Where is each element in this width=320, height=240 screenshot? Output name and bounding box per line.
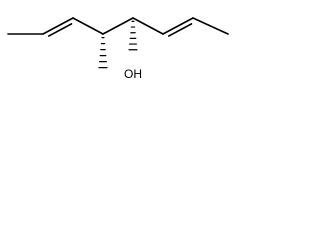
- bond-line-double: [167, 23, 193, 37]
- bond-line: [162, 17, 194, 35]
- bond-c6-c7: [162, 17, 194, 37]
- bond-c3-c4: [72, 17, 104, 35]
- bond-c2-c3: [42, 17, 74, 37]
- bond-layer: [7, 17, 229, 69]
- bond-c5-o1: [128, 20, 138, 51]
- bond-c5-c6: [132, 17, 164, 35]
- molecule-structure: OH: [7, 17, 229, 81]
- bond-c4-c9: [98, 36, 108, 69]
- bond-line: [102, 17, 134, 35]
- label-layer: OH: [124, 67, 142, 81]
- atom-label-o1: OH: [124, 67, 142, 81]
- bond-line: [42, 17, 74, 35]
- bond-c4-c5: [102, 17, 134, 35]
- bond-line-double: [47, 23, 73, 37]
- bond-line: [132, 17, 164, 35]
- bond-c7-c8: [192, 17, 229, 35]
- bond-line: [192, 17, 229, 35]
- bond-line: [72, 17, 104, 35]
